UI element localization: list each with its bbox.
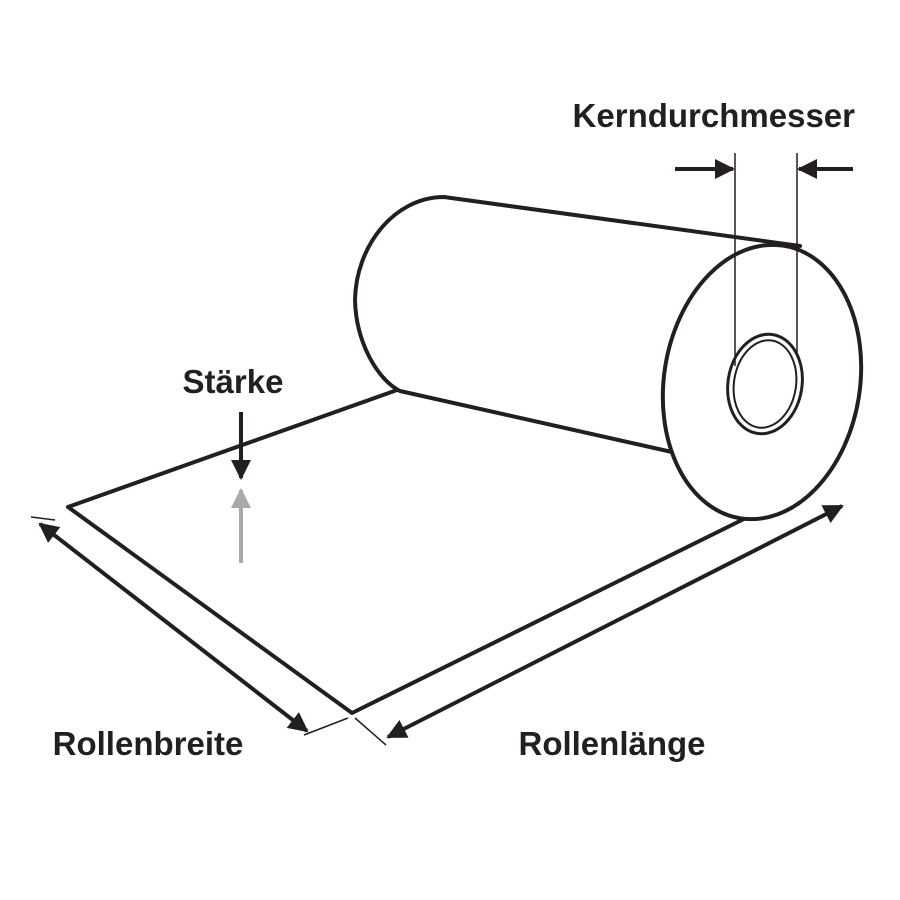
core-inner-ring <box>732 339 798 429</box>
roll-width-label: Rollenbreite <box>53 725 244 762</box>
roll-width-tick-right <box>303 717 349 736</box>
roll-length-tick <box>354 717 387 746</box>
roll-width-tick-left <box>30 516 56 521</box>
core-diameter-label: Kerndurchmesser <box>573 97 856 134</box>
roll-length-arrow <box>386 504 844 739</box>
thickness-label: Stärke <box>183 363 284 400</box>
roll-front-face <box>660 242 864 522</box>
core-outer-ring <box>726 332 804 436</box>
roll-length-label: Rollenlänge <box>518 725 705 762</box>
unrolled-sheet <box>66 388 754 715</box>
roll-cylinder-body <box>353 195 802 454</box>
roll-width-arrow <box>38 522 309 733</box>
